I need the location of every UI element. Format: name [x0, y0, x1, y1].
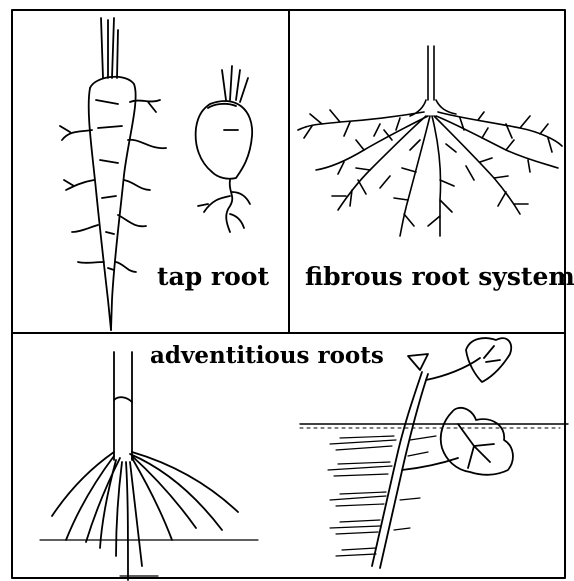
- panel-borders: [12, 10, 565, 578]
- fibrous-root-illustration: [298, 46, 562, 236]
- tap-root-label: tap root: [157, 262, 269, 291]
- adventitious-roots-label: adventitious roots: [150, 342, 384, 369]
- prop-root-illustration: [40, 352, 258, 580]
- beet-illustration: [196, 66, 253, 232]
- creeping-stem-illustration: [300, 338, 568, 578]
- carrot-illustration: [60, 18, 166, 330]
- fibrous-root-label: fibrous root system: [305, 262, 574, 291]
